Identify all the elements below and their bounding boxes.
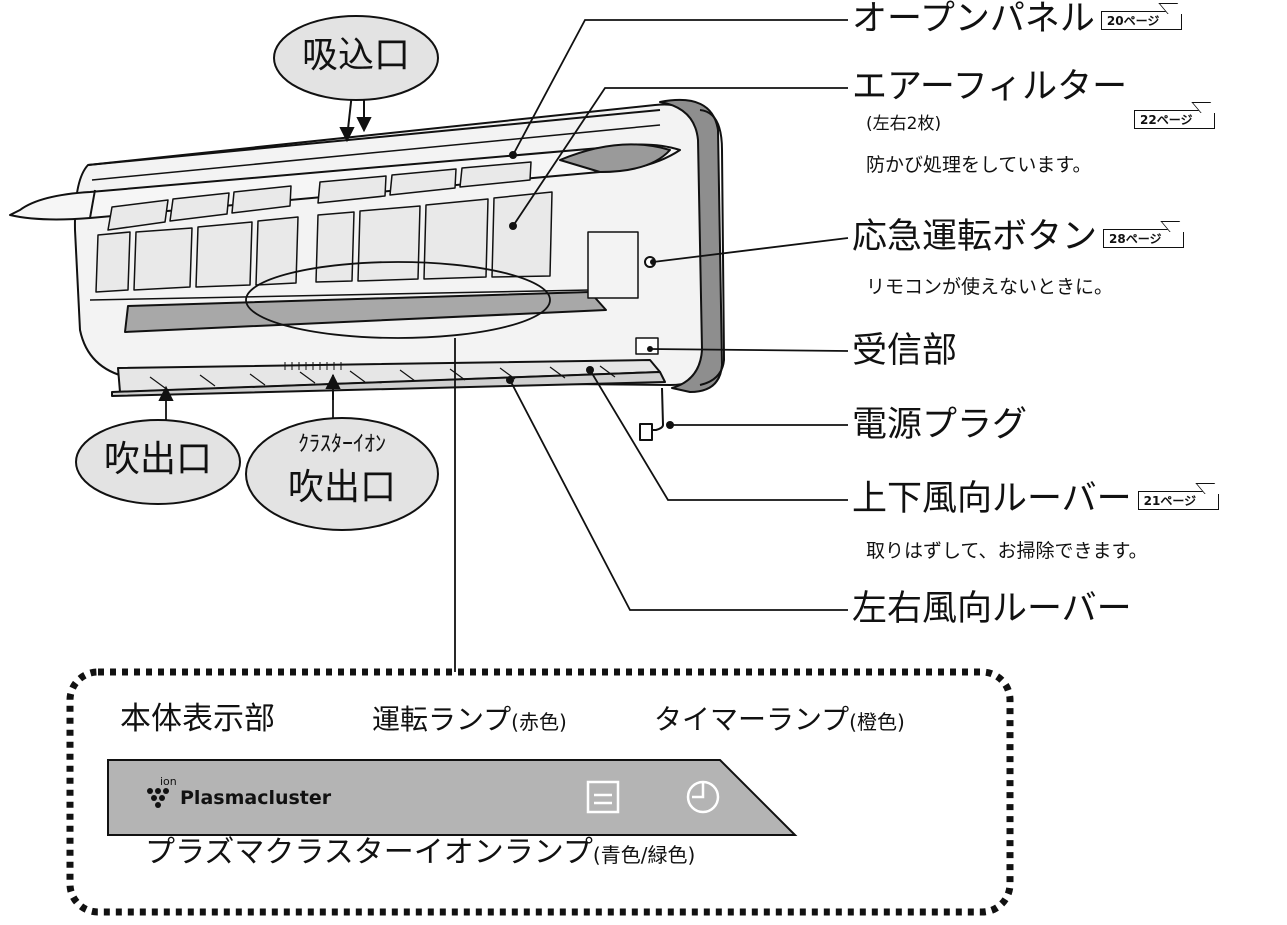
timer-lamp-icon (686, 780, 720, 814)
cluster-ion-label-top: ｸﾗｽﾀｰｲｵﾝ (297, 432, 386, 457)
operation-lamp-label: 運転ランプ(赤色) (372, 703, 567, 736)
display-highlight-ellipse (245, 261, 551, 339)
ion-grille (284, 362, 342, 370)
leader-dots (506, 151, 674, 429)
aircon-unit (9, 98, 725, 441)
plasma-lamp-label: プラズマクラスターイオンランプ(青色/緑色) (145, 835, 696, 870)
outlet-bubble (75, 419, 241, 505)
emergency-button-note: リモコンが使えないときに。 (866, 276, 1114, 298)
air-filter-sub: (左右2枚) (866, 114, 942, 134)
display-panel-body (107, 759, 798, 836)
emergency-button-page-ref: 28ページ (1103, 228, 1185, 248)
cluster-ion-label-bottom: 吹出口 (287, 467, 396, 508)
timer-lamp-label: タイマーランプ(橙色) (654, 703, 905, 736)
leader-lines (157, 19, 849, 832)
vertical-louver-page-ref: 21ページ (1137, 490, 1220, 510)
air-filter-grid (95, 161, 553, 293)
open-panel-page-ref: 20ページ (1100, 10, 1183, 30)
receiver-label: 受信部 (852, 331, 958, 371)
outlet-label: 吹出口 (103, 439, 212, 480)
plasmacluster-logo-text: Plasmacluster (180, 787, 332, 809)
air-filter-note: 防かび処理をしています。 (866, 154, 1092, 176)
cluster-ion-bubble (245, 417, 439, 531)
air-filter-label: エアーフィルター (852, 67, 1128, 107)
plasma-cluster-icon (147, 788, 169, 808)
power-plug-label: 電源プラグ (852, 405, 1028, 445)
display-strip (124, 291, 607, 333)
power-plug (639, 423, 653, 441)
air-filter-page-ref: 22ページ (1128, 110, 1216, 129)
vertical-louver-note: 取りはずして、お掃除できます。 (866, 540, 1148, 562)
operation-lamp-icon (586, 780, 620, 814)
display-frame (66, 668, 1014, 916)
horizontal-louver-label: 左右風向ルーバー (852, 589, 1132, 629)
display-title: 本体表示部 (120, 701, 275, 737)
intake-label: 吸込口 (301, 35, 410, 76)
intake-bubble (273, 15, 439, 101)
ion-mark: ion (160, 775, 177, 788)
receiver-window (635, 337, 659, 355)
